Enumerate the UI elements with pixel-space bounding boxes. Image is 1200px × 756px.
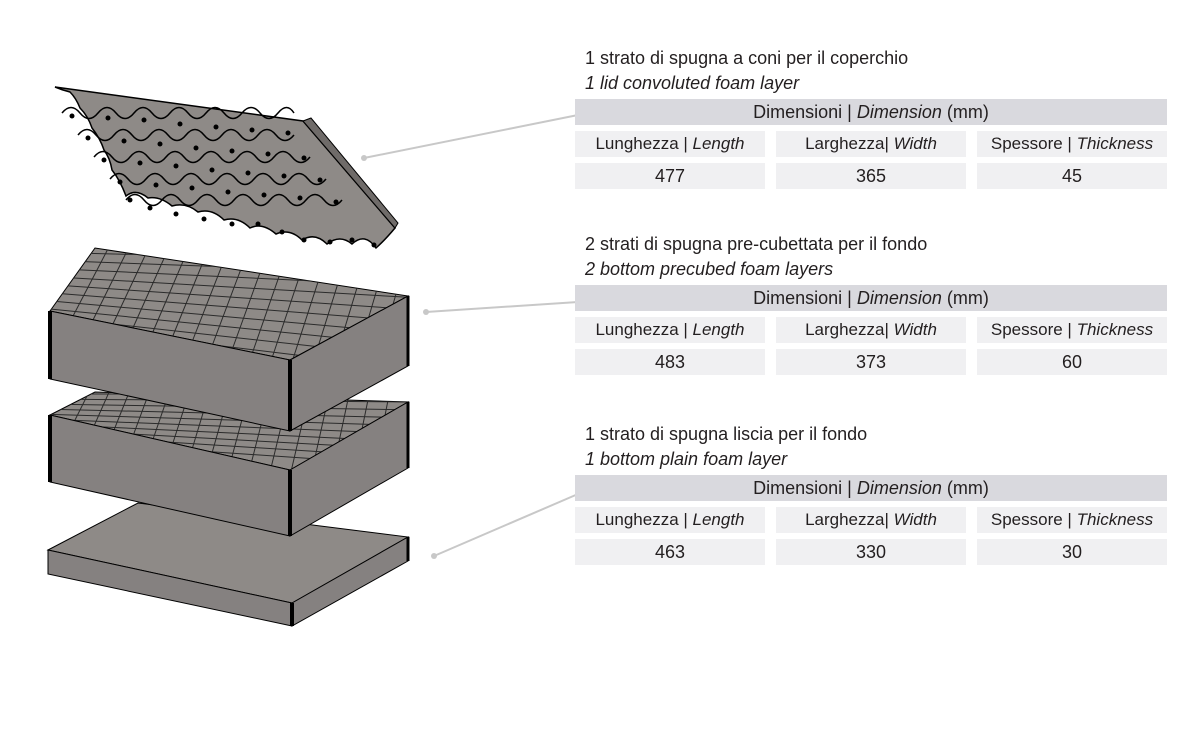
- thickness-value: 60: [977, 349, 1167, 375]
- width-header: Larghezza| Width: [776, 317, 966, 343]
- layer-title: 2 strati di spugna pre-cubettata per il …: [585, 234, 928, 254]
- plain-foam-layer: [46, 502, 410, 627]
- width-value: 373: [776, 349, 966, 375]
- length-value: 483: [575, 349, 765, 375]
- layer-title: 1 strato di spugna a coni per il coperch…: [585, 48, 909, 68]
- width-header: Larghezza| Width: [776, 131, 966, 157]
- value-row: 463 330 30: [575, 539, 1167, 565]
- length-header: Lunghezza | Length: [575, 507, 765, 533]
- dimension-header: Dimensioni | Dimension (mm): [575, 285, 1167, 311]
- leader-line-precubed: [423, 301, 579, 315]
- dimension-header: Dimensioni | Dimension (mm): [575, 475, 1167, 501]
- leader-line-lid: [361, 114, 579, 161]
- thickness-value: 45: [977, 163, 1167, 189]
- precubed-foam-spec: 2 strati di spugna pre-cubettata per il …: [575, 232, 1167, 375]
- thickness-header: Spessore | Thickness: [977, 317, 1167, 343]
- length-header: Lunghezza | Length: [575, 317, 765, 343]
- column-header-row: Lunghezza | Length Larghezza| Width Spes…: [575, 317, 1167, 343]
- column-header-row: Lunghezza | Length Larghezza| Width Spes…: [575, 507, 1167, 533]
- thickness-value: 30: [977, 539, 1167, 565]
- value-row: 477 365 45: [575, 163, 1167, 189]
- layer-subtitle: 1 lid convoluted foam layer: [585, 73, 800, 93]
- lid-foam-spec: 1 strato di spugna a coni per il coperch…: [575, 46, 1167, 189]
- precubed-foam-layer-lower: [48, 391, 410, 537]
- width-header: Larghezza| Width: [776, 507, 966, 533]
- layer-subtitle: 1 bottom plain foam layer: [585, 449, 788, 469]
- column-header-row: Lunghezza | Length Larghezza| Width Spes…: [575, 131, 1167, 157]
- thickness-header: Spessore | Thickness: [977, 131, 1167, 157]
- thickness-header: Spessore | Thickness: [977, 507, 1167, 533]
- convoluted-foam-layer: [54, 86, 399, 250]
- length-header: Lunghezza | Length: [575, 131, 765, 157]
- length-value: 463: [575, 539, 765, 565]
- width-value: 330: [776, 539, 966, 565]
- layer-title: 1 strato di spugna liscia per il fondo: [585, 424, 868, 444]
- length-value: 477: [575, 163, 765, 189]
- value-row: 483 373 60: [575, 349, 1167, 375]
- width-value: 365: [776, 163, 966, 189]
- dimension-header: Dimensioni | Dimension (mm): [575, 99, 1167, 125]
- leader-line-plain: [431, 493, 579, 559]
- layer-subtitle: 2 bottom precubed foam layers: [585, 259, 834, 279]
- plain-foam-spec: 1 strato di spugna liscia per il fondo 1…: [575, 422, 1167, 565]
